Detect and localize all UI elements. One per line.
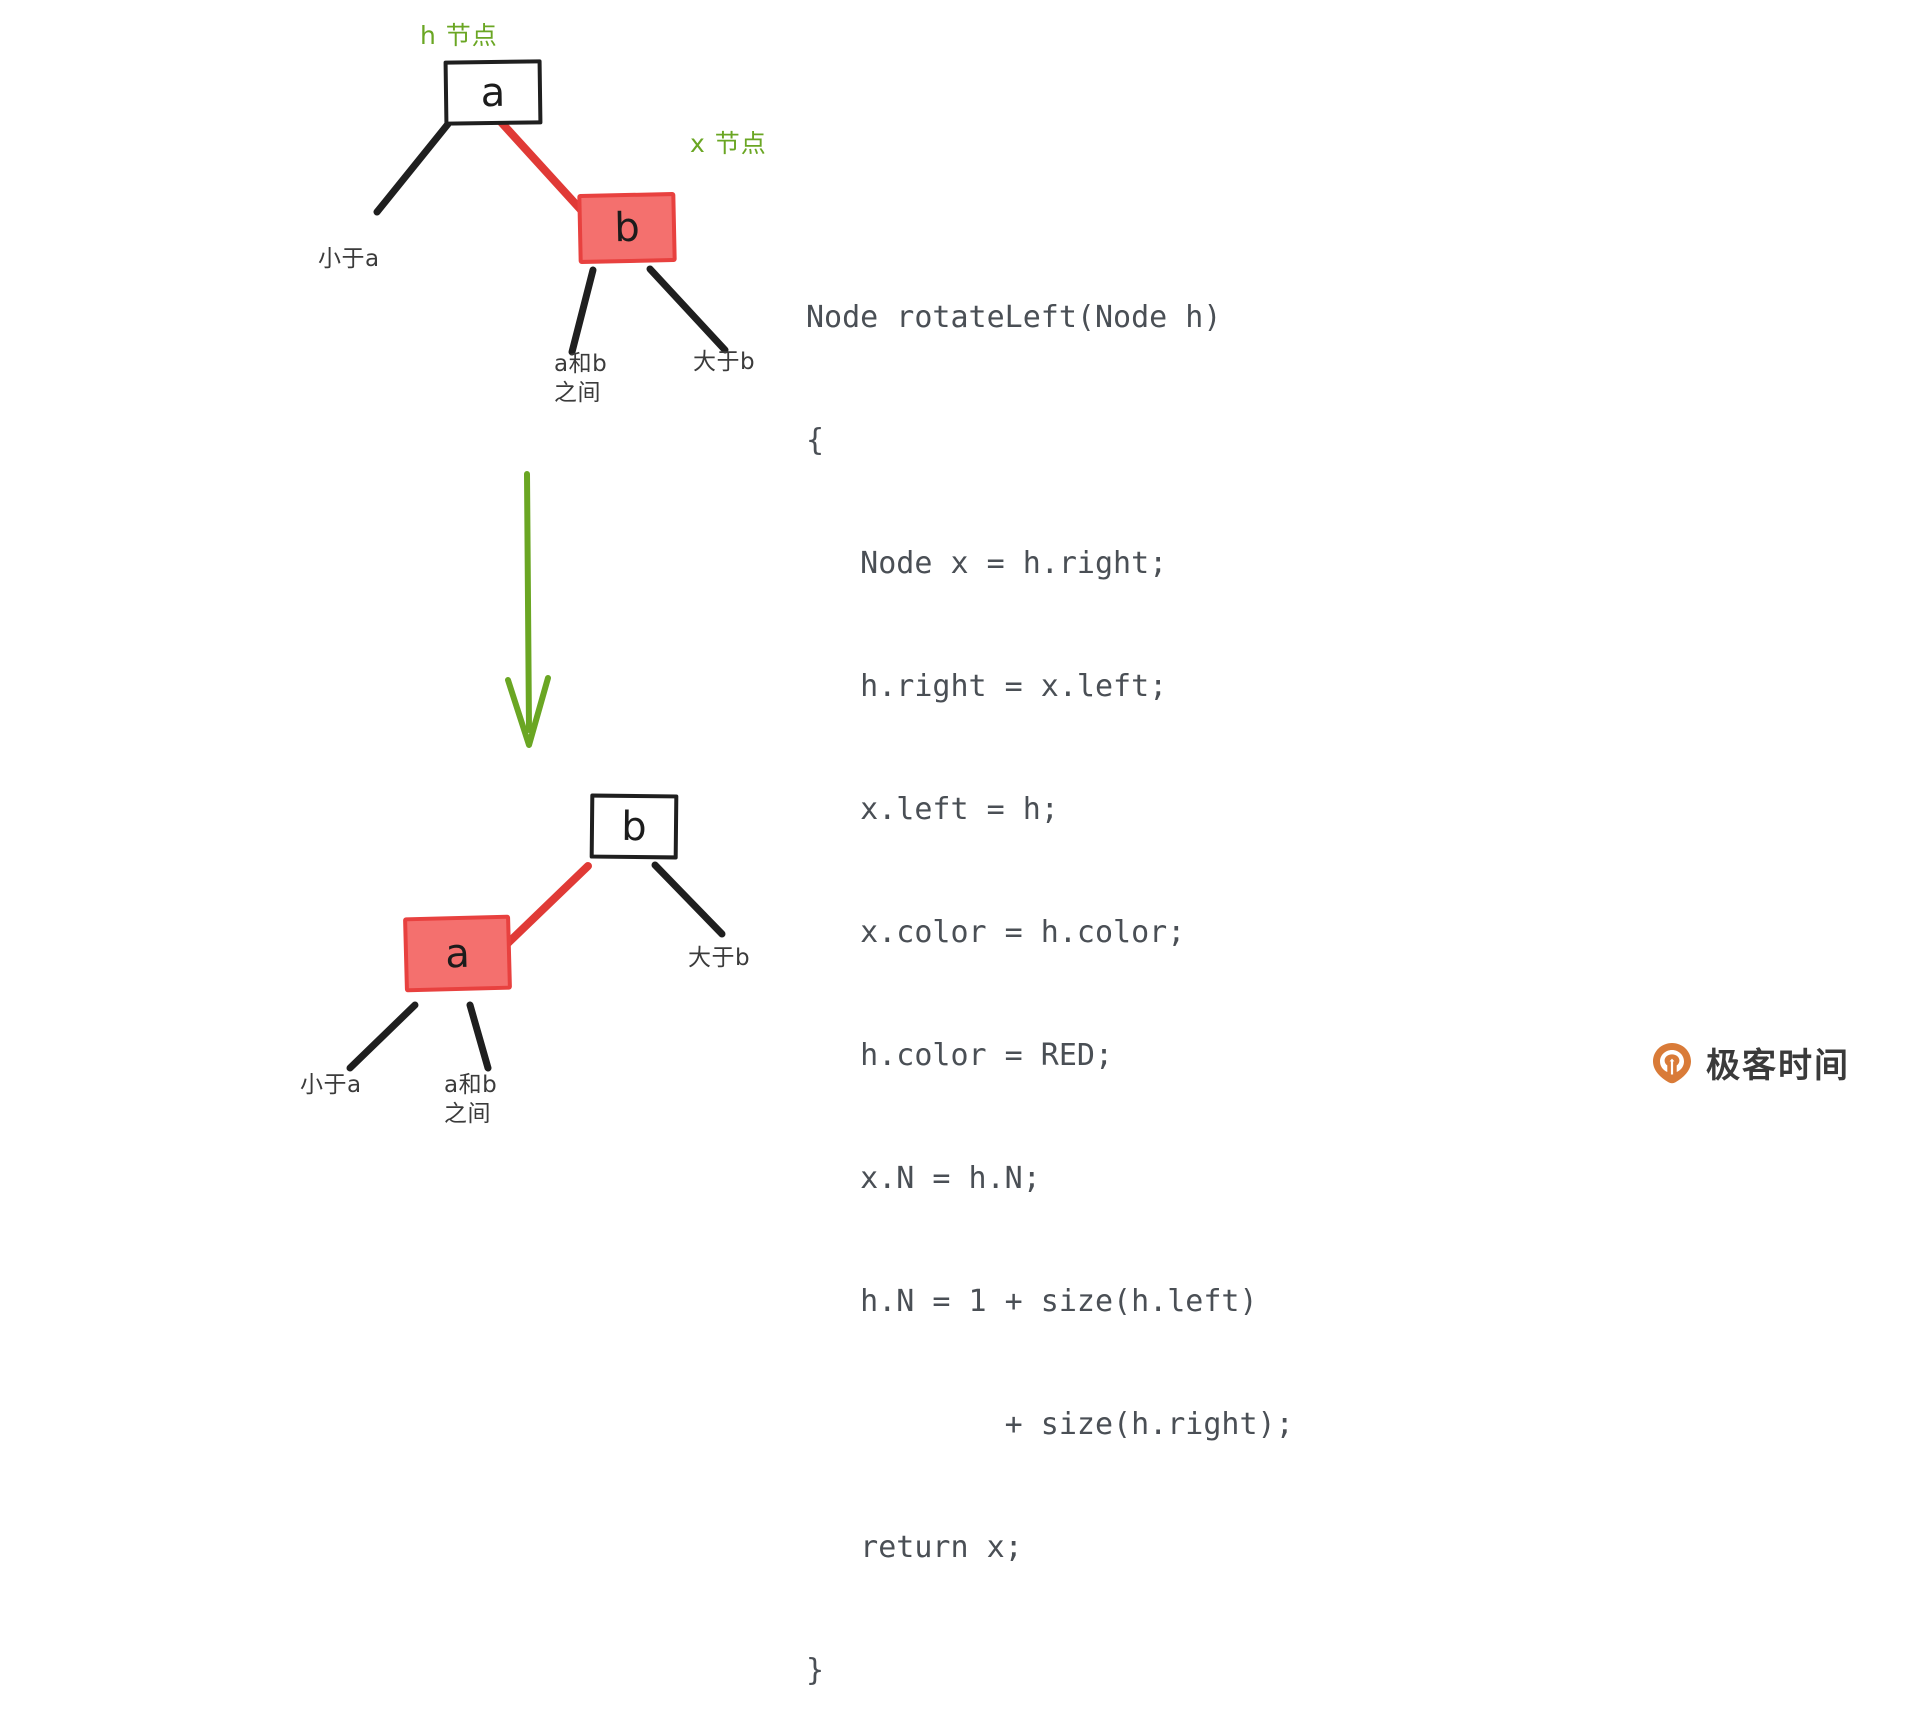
- x-node-annotation: x 节点: [690, 129, 767, 158]
- edge-b-right-bottom: [651, 861, 726, 938]
- diagram-canvas: [346, 117, 729, 1072]
- tree-node-a-top[interactable]: a: [443, 59, 543, 126]
- tree-node-b-bottom[interactable]: b: [589, 793, 679, 860]
- label-less-than-a-bottom: 小于a: [300, 1072, 362, 1098]
- geektime-watermark: 极客时间: [1650, 1038, 1850, 1087]
- node-label: b: [621, 803, 647, 850]
- edge-a-left-bottom: [346, 1001, 419, 1072]
- edge-b-right: [646, 265, 729, 354]
- code-line: h.right = x.left;: [806, 669, 1168, 704]
- geektime-logo-icon: [1650, 1041, 1694, 1085]
- code-line: x.N = h.N;: [806, 1161, 1041, 1196]
- transition-arrow-icon: [505, 471, 551, 748]
- label-greater-than-b-top: 大于b: [693, 349, 756, 375]
- label-between-a-and-b-top: a和b 之间: [554, 351, 608, 407]
- geektime-brand-text: 极客时间: [1706, 1046, 1850, 1086]
- code-line: Node rotateLeft(Node h): [806, 300, 1222, 335]
- code-line: Node x = h.right;: [806, 546, 1168, 581]
- edge-b-left: [568, 266, 597, 356]
- edge-a-right-bottom: [466, 1001, 492, 1072]
- tree-node-a-bottom[interactable]: a: [403, 914, 512, 993]
- node-label: b: [613, 204, 641, 252]
- label-greater-than-b-bottom: 大于b: [688, 945, 751, 971]
- code-line: x.color = h.color;: [806, 915, 1186, 950]
- code-line: h.N = 1 + size(h.left): [806, 1284, 1258, 1319]
- h-node-annotation: h 节点: [420, 21, 498, 50]
- tree-node-b-top[interactable]: b: [577, 191, 677, 265]
- edge-a-left: [373, 120, 452, 216]
- node-label: a: [480, 69, 506, 116]
- code-line: }: [806, 1653, 825, 1688]
- code-line: return x;: [806, 1530, 1023, 1565]
- code-line: {: [806, 423, 825, 458]
- edge-a-to-b-red: [496, 117, 586, 215]
- code-line: x.left = h;: [806, 792, 1059, 827]
- label-between-a-and-b-bottom: a和b 之间: [444, 1072, 498, 1128]
- code-block: Node rotateLeft(Node h) { Node x = h.rig…: [806, 215, 1294, 1732]
- label-less-than-a-top: 小于a: [318, 246, 380, 272]
- code-line: + size(h.right);: [806, 1407, 1294, 1442]
- code-line: h.color = RED;: [806, 1038, 1114, 1073]
- edge-b-to-a-red: [504, 862, 592, 947]
- node-label: a: [444, 930, 471, 977]
